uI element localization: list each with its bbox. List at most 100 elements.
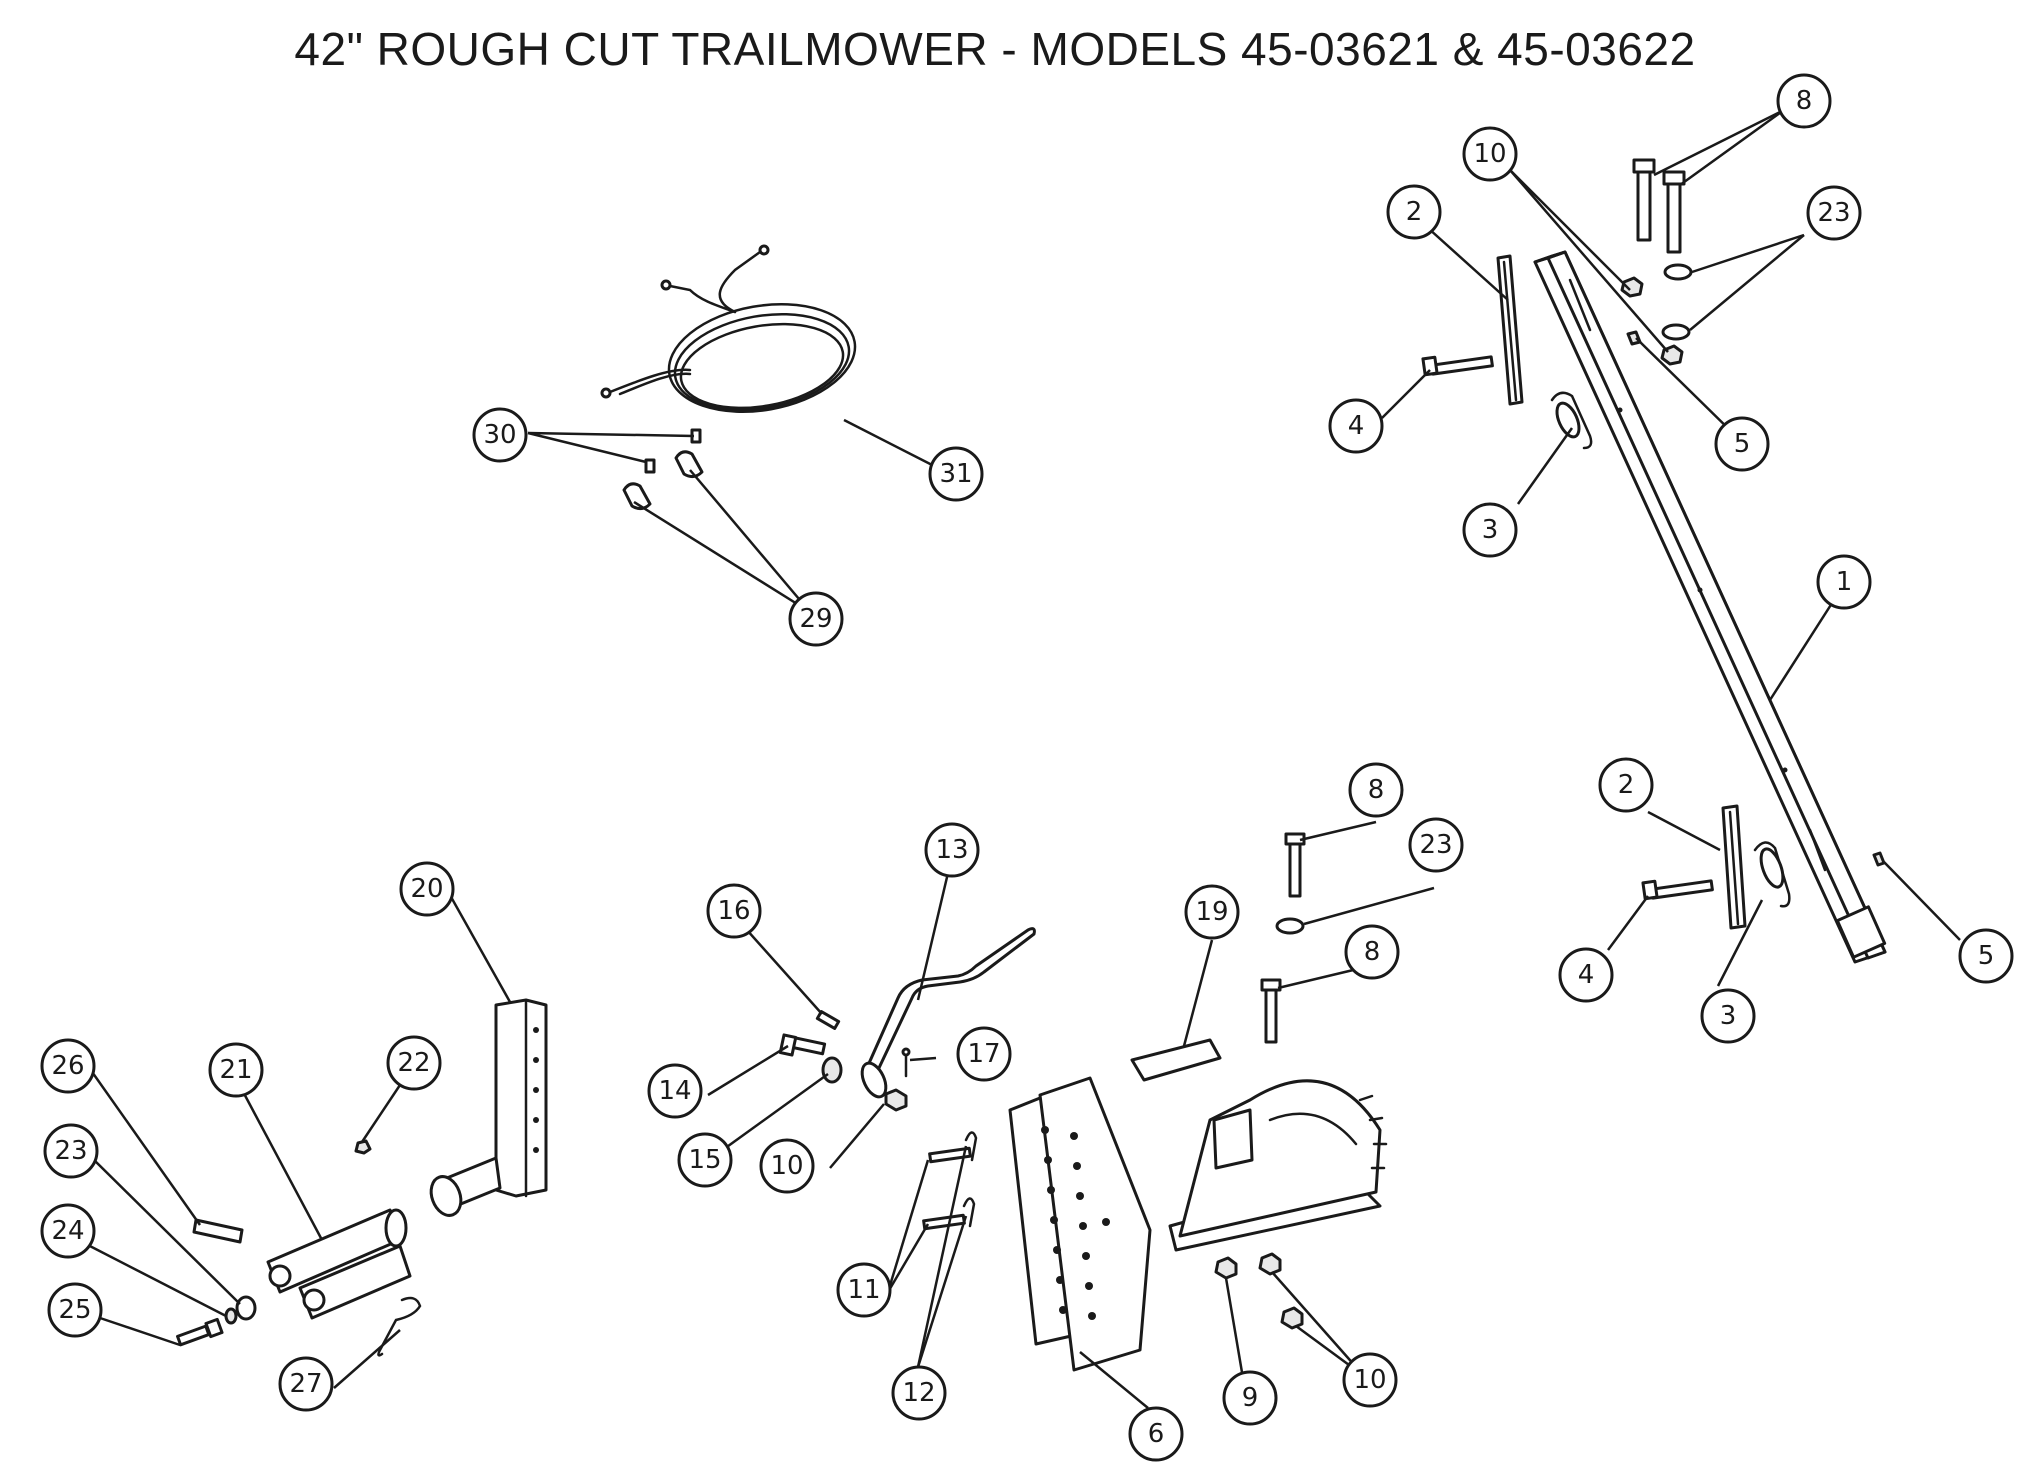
callout-23-top: 23 xyxy=(1806,185,1862,241)
svg-text:6: 6 xyxy=(1148,1419,1165,1449)
wire-harness xyxy=(600,244,857,413)
svg-text:23: 23 xyxy=(1419,830,1452,860)
svg-text:25: 25 xyxy=(58,1295,91,1325)
bolt-16 xyxy=(815,1010,841,1030)
callout-3-bottom: 3 xyxy=(1700,988,1756,1044)
callout-5-top: 5 xyxy=(1714,416,1770,472)
callout-17: 17 xyxy=(956,1026,1012,1082)
svg-text:5: 5 xyxy=(1734,429,1751,459)
callout-23-mid: 23 xyxy=(1408,817,1464,873)
callout-20: 20 xyxy=(399,861,455,917)
callout-26: 26 xyxy=(40,1038,96,1094)
svg-text:10: 10 xyxy=(770,1151,803,1181)
svg-text:10: 10 xyxy=(1473,139,1506,169)
bolts-8-top xyxy=(1632,158,1686,254)
handle-13 xyxy=(860,927,1036,1099)
svg-text:20: 20 xyxy=(410,874,443,904)
bolt-4-top xyxy=(1421,355,1494,377)
tongue-tube xyxy=(1533,250,1887,964)
cotter-17 xyxy=(901,1047,911,1078)
callout-24: 24 xyxy=(40,1203,96,1259)
bolt-14 xyxy=(778,1033,827,1057)
svg-text:5: 5 xyxy=(1978,941,1995,971)
callout-29: 29 xyxy=(788,591,844,647)
nut-15 xyxy=(821,1056,843,1084)
nut-22 xyxy=(354,1139,372,1155)
callout-10-mid: 10 xyxy=(759,1138,815,1194)
svg-text:12: 12 xyxy=(902,1378,935,1408)
nut-9 xyxy=(1214,1256,1238,1280)
bracket-plate-bottom xyxy=(1721,804,1747,930)
svg-text:21: 21 xyxy=(219,1055,252,1085)
svg-text:16: 16 xyxy=(717,896,750,926)
callout-2-bottom: 2 xyxy=(1598,757,1654,813)
svg-text:10: 10 xyxy=(1353,1365,1386,1395)
callout-8-mid-a: 8 xyxy=(1348,762,1404,818)
callout-25: 25 xyxy=(47,1282,103,1338)
callout-1: 1 xyxy=(1816,554,1872,610)
svg-text:31: 31 xyxy=(939,459,972,489)
callout-15: 15 xyxy=(677,1132,733,1188)
svg-text:27: 27 xyxy=(289,1369,322,1399)
callout-16: 16 xyxy=(706,883,762,939)
diagram-title: 42" ROUGH CUT TRAILMOWER - MODELS 45-036… xyxy=(294,23,1696,75)
svg-text:2: 2 xyxy=(1618,770,1635,800)
bolt-25 xyxy=(176,1317,224,1347)
svg-text:23: 23 xyxy=(54,1136,87,1166)
pin-26 xyxy=(192,1218,244,1244)
svg-text:4: 4 xyxy=(1348,411,1365,441)
svg-text:8: 8 xyxy=(1368,775,1385,805)
bolt-4-bottom xyxy=(1641,879,1714,901)
clip-3-top xyxy=(1550,391,1593,450)
plate-19 xyxy=(1130,1038,1222,1082)
svg-text:29: 29 xyxy=(799,604,832,634)
svg-text:4: 4 xyxy=(1578,960,1595,990)
hitch-post-20 xyxy=(429,998,548,1217)
nuts-10-bottom xyxy=(1258,1252,1304,1330)
callout-13: 13 xyxy=(924,822,980,878)
callout-23-left: 23 xyxy=(43,1123,99,1179)
svg-text:3: 3 xyxy=(1720,1001,1737,1031)
callout-30: 30 xyxy=(472,407,528,463)
pins-11 xyxy=(922,1131,978,1231)
washer-23-mid xyxy=(1275,917,1305,935)
callout-11: 11 xyxy=(836,1262,892,1318)
washer-23-left xyxy=(224,1295,257,1325)
callout-9: 9 xyxy=(1222,1370,1278,1426)
svg-text:24: 24 xyxy=(51,1216,84,1246)
svg-text:2: 2 xyxy=(1406,197,1423,227)
callout-8-top: 8 xyxy=(1776,73,1832,129)
callout-21: 21 xyxy=(208,1042,264,1098)
callout-19: 19 xyxy=(1184,884,1240,940)
callout-12: 12 xyxy=(891,1365,947,1421)
svg-text:3: 3 xyxy=(1482,515,1499,545)
svg-text:23: 23 xyxy=(1817,198,1850,228)
svg-text:1: 1 xyxy=(1836,567,1853,597)
callout-10-top: 10 xyxy=(1462,126,1518,182)
callout-27: 27 xyxy=(278,1356,334,1412)
svg-text:8: 8 xyxy=(1796,86,1813,116)
clip-3-bottom xyxy=(1753,841,1791,908)
svg-text:8: 8 xyxy=(1364,937,1381,967)
svg-text:9: 9 xyxy=(1242,1383,1259,1413)
svg-text:22: 22 xyxy=(397,1048,430,1078)
svg-text:30: 30 xyxy=(483,420,516,450)
svg-text:17: 17 xyxy=(967,1039,1000,1069)
callout-4-bottom: 4 xyxy=(1558,947,1614,1003)
nut-10-mid xyxy=(884,1088,908,1112)
svg-text:14: 14 xyxy=(658,1076,691,1106)
callout-31: 31 xyxy=(928,446,984,502)
callout-4-top: 4 xyxy=(1328,398,1384,454)
callout-8-mid-b: 8 xyxy=(1344,924,1400,980)
svg-text:13: 13 xyxy=(935,835,968,865)
callout-14: 14 xyxy=(647,1063,703,1119)
callout-5-bottom: 5 xyxy=(1958,928,2014,984)
hairpin-27 xyxy=(377,1296,422,1357)
svg-text:19: 19 xyxy=(1195,897,1228,927)
clevis-21 xyxy=(266,1208,412,1320)
callout-3-top: 3 xyxy=(1462,502,1518,558)
quadrant-plate xyxy=(1178,1079,1388,1238)
svg-text:11: 11 xyxy=(847,1275,880,1305)
callout-10-bottom: 10 xyxy=(1342,1352,1398,1408)
